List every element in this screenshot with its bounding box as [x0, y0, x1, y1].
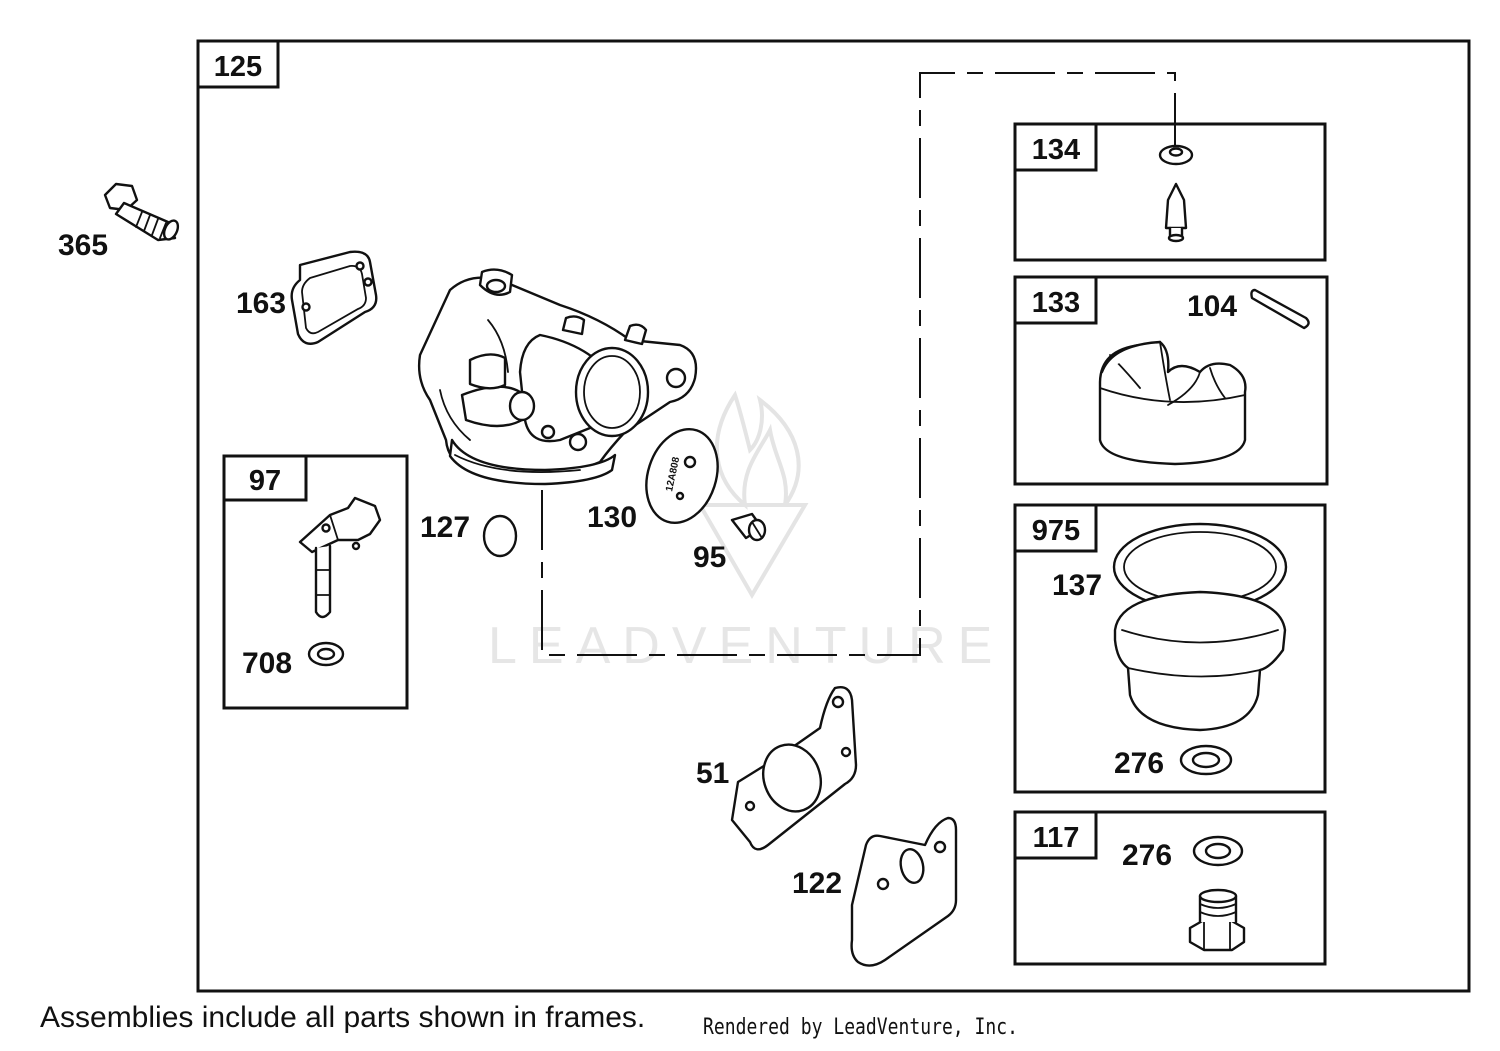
callout-708: 708 — [242, 647, 292, 680]
footer-credit: Rendered by LeadVenture, Inc. — [703, 1015, 1018, 1040]
callout-365: 365 — [58, 229, 108, 262]
callout-137: 137 — [1052, 569, 1102, 602]
callout-163: 163 — [236, 287, 286, 320]
frame-975: 975 — [1013, 503, 1327, 794]
frame-117: 117 — [1013, 810, 1327, 966]
callout-122: 122 — [792, 867, 842, 900]
frame-134: 134 — [1013, 122, 1327, 262]
pin-104 — [1250, 288, 1310, 330]
washer-276-bowl — [1179, 744, 1233, 776]
callout-276-bowl: 276 — [1114, 747, 1164, 780]
needle-valve-134 — [1158, 144, 1194, 243]
gasket-163 — [290, 250, 378, 345]
insulator-122 — [850, 816, 958, 967]
float-133 — [1098, 340, 1247, 466]
main-jet-117 — [1188, 888, 1246, 952]
bolt-365 — [103, 182, 180, 242]
seal-708 — [307, 641, 345, 667]
gasket-51 — [730, 686, 858, 851]
frame-134-label: 134 — [1032, 134, 1080, 166]
frame-133: 133 — [1013, 275, 1329, 486]
watermark-text: LEADVENTURE — [488, 617, 1004, 675]
leader-lines — [541, 72, 1176, 656]
watermark: LEADVENTURE — [488, 390, 1004, 675]
callout-130: 130 — [587, 501, 637, 534]
main-frame-125: 125 — [196, 39, 1471, 993]
carburetor-body — [417, 268, 698, 486]
frame-97-label: 97 — [249, 465, 281, 497]
callout-51: 51 — [696, 757, 729, 790]
callout-276-jet: 276 — [1122, 839, 1172, 872]
callout-104: 104 — [1187, 290, 1237, 323]
float-bowl-975 — [1112, 522, 1288, 732]
frame-133-label: 133 — [1032, 287, 1080, 319]
screw-95 — [730, 512, 767, 542]
main-frame-label: 125 — [214, 51, 262, 83]
frame-117-label: 117 — [1033, 822, 1080, 854]
choke-shaft-97 — [298, 496, 382, 619]
frame-975-label: 975 — [1032, 515, 1080, 547]
footer-note: Assemblies include all parts shown in fr… — [40, 1001, 646, 1034]
plate-130: 12A808 — [645, 427, 719, 525]
callout-95: 95 — [693, 541, 726, 574]
washer-276-jet — [1192, 835, 1244, 867]
callout-127: 127 — [420, 511, 470, 544]
frame-97: 97 — [222, 454, 409, 710]
plug-127 — [482, 514, 518, 558]
